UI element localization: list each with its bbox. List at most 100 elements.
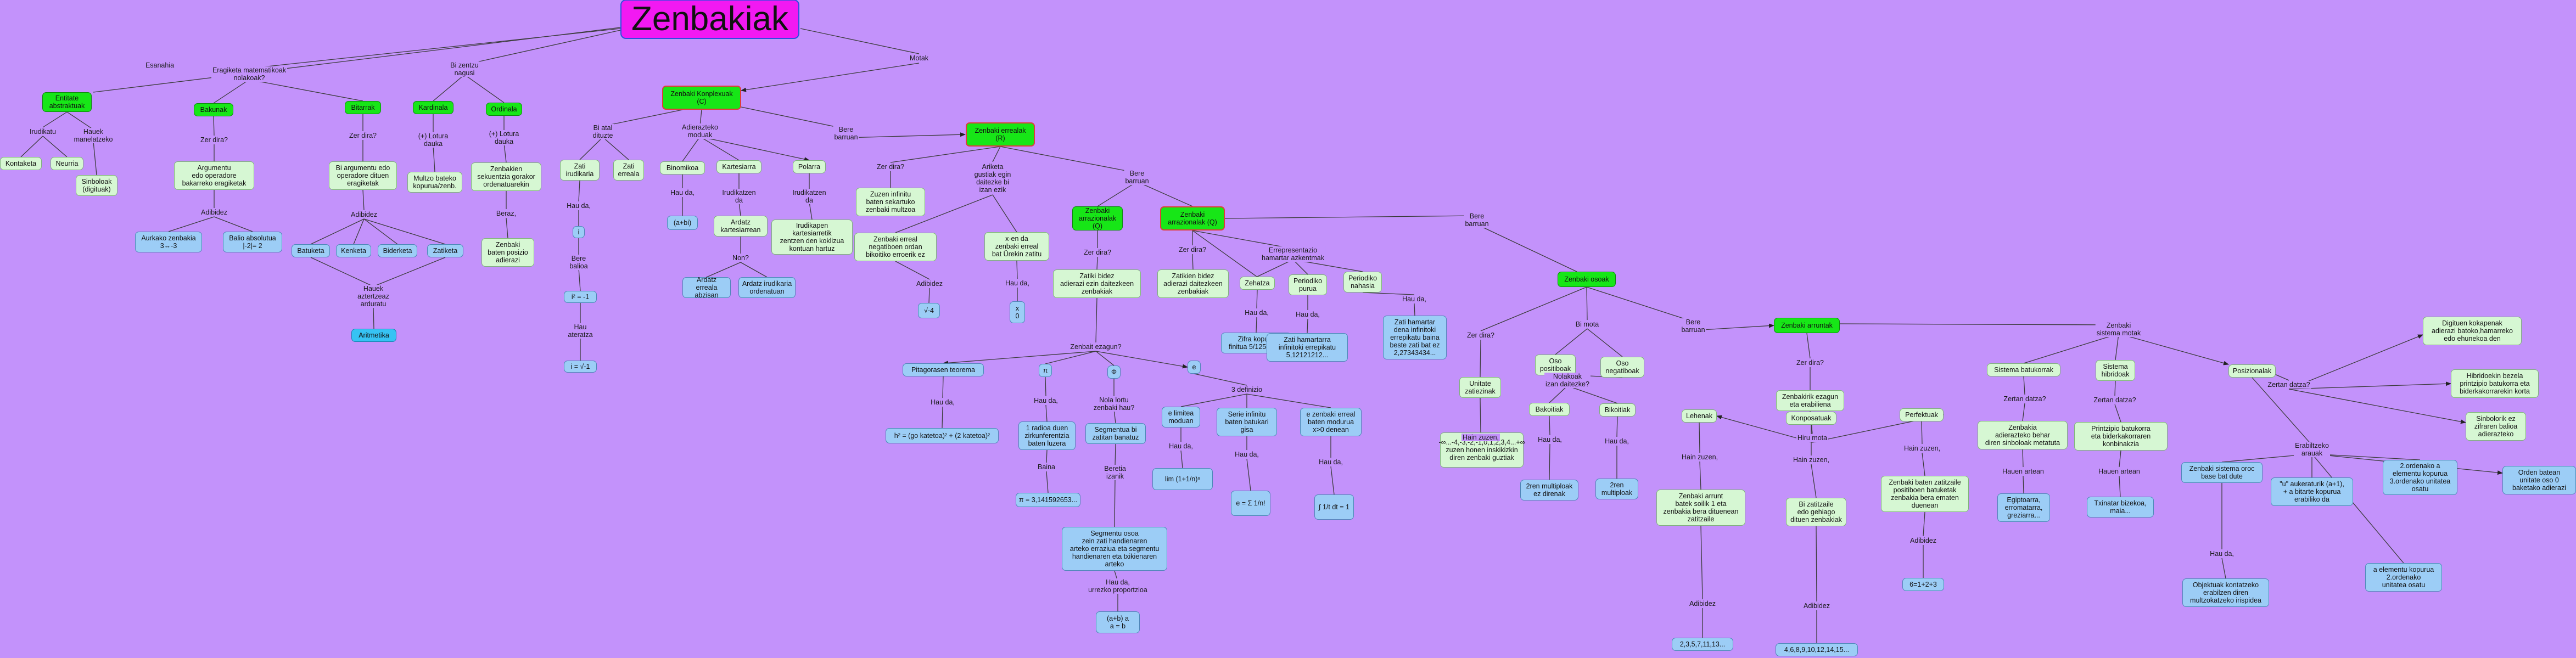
concept-node-kenketa[interactable]: Kenketa [336,244,371,257]
concept-node-biderketa[interactable]: Biderketa [378,244,417,257]
concept-node-multiploak2[interactable]: 2ren multiploak [1595,479,1638,499]
concept-node-e-small[interactable]: e [1188,361,1201,374]
concept-node-digituen[interactable]: Digituen kokapenak adierazi batoko,hamar… [2423,317,2522,345]
concept-node-i-box[interactable]: i [573,226,585,238]
concept-node-kartesiarra[interactable]: Kartesiarra [716,160,761,173]
concept-node-printzipio[interactable]: Printzipio batukorra eta biderkakorraren… [2074,422,2168,451]
concept-node-zatiki-bidez[interactable]: Zatiki bidez adierazi ezin daitezkeen ze… [1053,269,1141,298]
concept-node-ordinala[interactable]: Ordinala [486,103,522,116]
concept-node-ardatz-irud[interactable]: Ardatz irudikaria ordenatuan [738,277,796,298]
concept-node-perfekt-def[interactable]: Zenbaki baten zatitzaile positiboen batu… [1881,476,1969,512]
concept-node-zenb-posizio[interactable]: Zenbaki baten posizio adierazi [481,238,534,267]
concept-node-phi-formula[interactable]: (a+b) a a = b [1096,611,1140,633]
concept-node-ent[interactable]: Entitate abstraktuak [42,92,92,112]
concept-node-aritmetika[interactable]: Aritmetika [351,329,396,342]
concept-node-ardatz-erreala[interactable]: Ardatz erreala abzisan [682,276,731,299]
concept-node-e-integral[interactable]: e zenbaki erreal baten modurua x>0 denea… [1300,408,1362,436]
concept-node-multzo[interactable]: Multzo bateko kopurua/zenb. [407,172,462,193]
concept-node-zenbakia-adierazteko[interactable]: Zenbakia adierazteko behar diren sinbolo… [1978,421,2068,449]
concept-node-konposatuak[interactable]: Konposatuak [1786,412,1836,425]
concept-node-a-elementu[interactable]: a elementu kopurua 2.ordenako unitatea o… [2365,563,2442,592]
concept-node-arrazionalak[interactable]: Zenbaki arrazionalak (Q) [1072,206,1123,230]
concept-node-oso-negatiboak[interactable]: Oso negatiboak [1600,357,1644,378]
concept-node-pi[interactable]: π [1039,364,1052,377]
concept-node-zati-errreala[interactable]: Zati erreala [613,160,644,181]
concept-node-e-limitea[interactable]: e limitea moduan [1162,407,1200,428]
concept-node-periodiko-nahasia[interactable]: Periodiko nahasia [1343,272,1382,293]
concept-node-perfektuak[interactable]: Perfektuak [1900,408,1944,421]
concept-node-lehen-def[interactable]: Zenbaki arrunt batek soilik 1 eta zenbak… [1656,490,1745,526]
concept-node-posizionalak[interactable]: Posizionalak [2228,364,2276,378]
concept-node-zenb-sekuentzia[interactable]: Zenbakien sekuentzia gorakor ordenatuare… [471,162,541,191]
concept-node-konplexuak[interactable]: Zenbaki Konplexuak (C) [662,86,741,110]
concept-node-hibridoekin[interactable]: Hibridoekin bezela printzipio batukorra … [2451,369,2539,398]
concept-node-oso-positiboak[interactable]: Oso positiboak [1535,355,1576,375]
concept-node-e-int[interactable]: ∫ 1/t dt = 1 [1314,494,1354,520]
concept-node-i-sqrt[interactable]: i = √-1 [564,361,597,373]
concept-node-frac[interactable]: x 0 [1010,301,1025,323]
concept-node-lehenak[interactable]: Lehenak [1682,409,1717,423]
map-title[interactable]: Zenbakiak [620,0,799,39]
concept-node-kontaketa[interactable]: Kontaketa [0,157,42,170]
concept-node-u-aukeraturik[interactable]: "u" aukeraturik (a+1), + a bitarte kopur… [2271,477,2353,506]
concept-node-zatiketa[interactable]: Zatiketa [427,244,463,257]
concept-node-bikoitiak[interactable]: Bikoitiak [1599,403,1636,417]
concept-node-argumentu1[interactable]: Argumentu edo operadore bakarreko eragik… [174,161,254,190]
concept-node-pi-val[interactable]: π = 3,141592653... [1016,493,1080,507]
concept-node-unitate[interactable]: Unitate zatiezinak [1459,377,1501,398]
concept-node-osoak[interactable]: Zenbaki osoak [1558,272,1616,287]
concept-node-periodiko-purua[interactable]: Periodiko purua [1289,274,1327,295]
concept-node-binomikoa[interactable]: Binomikoa [660,161,705,175]
concept-node-ardatz[interactable]: Ardatz kartesiarrean [714,216,768,237]
concept-node-lehen-ex[interactable]: 2,3,5,7,11,13... [1672,638,1733,651]
concept-node-zenb-ezagun[interactable]: Zenbakirik ezagun eta erabiliena [1776,390,1844,411]
concept-node-phi[interactable]: Φ [1107,365,1121,379]
concept-node-balio-abs[interactable]: Balio absolutua |-2|= 2 [223,232,282,252]
concept-node-segm-osoa[interactable]: Segmentu osoa zein zati handienaren arte… [1062,527,1167,571]
concept-node-zenbaki-multiplo[interactable]: 2ren multiploak ez direnak [1520,480,1578,500]
concept-node-objektuak[interactable]: Objektuak kontatzeko erabilzen diren mul… [2182,578,2269,607]
concept-node-bakoitiak[interactable]: Bakoitiak [1529,403,1570,416]
concept-node-zuzen[interactable]: Zuzen infinitu baten sekartuko zenbaki m… [856,188,925,216]
concept-node-perfekt-ex[interactable]: 6=1+2+3 [1902,578,1944,591]
concept-node-zenb-erreal[interactable]: Zenbaki erreal negatiboen ordan bikoitik… [854,233,937,261]
concept-node-sqrt-neg[interactable]: √-4 [918,303,940,318]
concept-node-irudikapen[interactable]: Irudikapen kartesiarretik zentzen den ko… [771,220,853,255]
concept-node-egiptoarra[interactable]: Egiptoarra, erromatarra, greziarra... [1997,493,2050,522]
concept-node-zatiki-bidez2[interactable]: Zatikien bidez adierazi daitezkeen zenba… [1157,269,1229,298]
concept-node-zenbaki-sistema[interactable]: Zenbaki sistema oroc base bat dute [2181,462,2263,483]
concept-node-serie[interactable]: Serie infinitu baten batukari gisa [1217,408,1277,436]
concept-node-segmentua[interactable]: Segmentua bi zatitan banatuz [1085,423,1146,444]
concept-node-neurria[interactable]: Neurria [51,157,83,170]
concept-node-bakunak[interactable]: Bakunak [194,103,233,116]
concept-node-txinatar[interactable]: Txinatar bizekoa, maia... [2087,497,2154,518]
concept-node-zehatza[interactable]: Zehatza [1240,277,1275,290]
concept-node-sistema-batukorrak[interactable]: Sistema batukorrak [1987,363,2060,376]
concept-node-sinboloak[interactable]: Sinboloak (digituak) [76,175,117,196]
concept-node-errealak[interactable]: Zenbaki errealak (R) [966,122,1035,147]
concept-node-i2[interactable]: i² = -1 [564,291,597,303]
concept-node-konpos-def[interactable]: Bi zatitzaile edo gehiago dituen zenbaki… [1786,498,1846,526]
concept-node-kardinala[interactable]: Kardinala [413,101,453,114]
concept-node-e-sum[interactable]: e = Σ 1/n! [1231,491,1270,516]
concept-node-pitagoras[interactable]: Pitagorasen teorema [903,363,984,376]
concept-node-x-ordez[interactable]: x-en da zenbaki erreal bat Ürekin zatitu [984,232,1049,261]
concept-node-batuketa[interactable]: Batuketa [292,244,330,257]
concept-node-pit-formula[interactable]: h² = (go katetoa)² + (2 katetoa)² [886,428,999,443]
concept-node-zati-hamar[interactable]: Zati hamartarra infinitoki errepikatu 5,… [1267,333,1348,362]
concept-node-e-lim[interactable]: lim (1+1/n)ⁿ [1152,468,1213,490]
concept-node-orden-bat[interactable]: Orden batean unitate oso 0 baketako adie… [2502,466,2576,494]
concept-node-zirkuluen[interactable]: 1 radioa duen zirkunferentzia baten luze… [1018,421,1076,450]
concept-node-arruntak[interactable]: Zenbaki arruntak [1774,318,1840,333]
concept-node-irrazionalak[interactable]: Zenbaki arrazionalak (Q) [1160,206,1225,230]
concept-node-konpos-ex[interactable]: 4,6,8,9,10,12,14,15... [1776,643,1858,656]
concept-node-abi[interactable]: (a+bi) [667,216,698,230]
concept-node-aurkako[interactable]: Aurkako zenbakia 3↔-3 [135,232,202,252]
concept-node-sistema-hibridoak[interactable]: Sistema hibridoak [2096,360,2135,381]
concept-node-ordenamendu[interactable]: 2.ordenako a elementu kopurua 3.ordenako… [2383,460,2457,495]
concept-node-polarra[interactable]: Polarra [793,160,826,173]
concept-node-zati-irudikaria[interactable]: Zati irudikaria [560,160,600,181]
concept-node-bitarrak[interactable]: Bitarrak [345,101,381,114]
concept-node-sinbolorik[interactable]: Sinbolorik ez zifraren balioa adieraztek… [2466,412,2526,441]
concept-node-zati-hamar2[interactable]: Zati hamartar dena infinitoki errepikatu… [1383,316,1447,359]
